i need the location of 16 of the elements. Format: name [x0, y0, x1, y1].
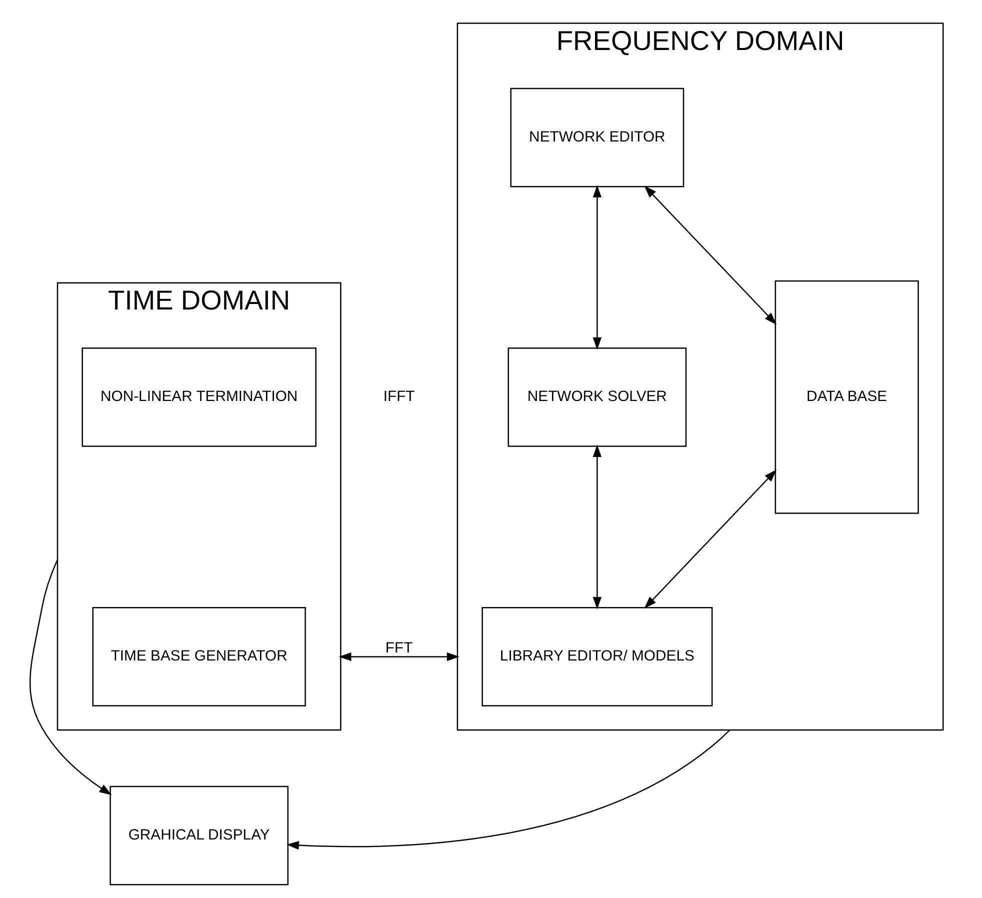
node-box: NETWORK EDITOR [510, 88, 684, 188]
arrow [644, 470, 776, 609]
node-box: NETWORK SOLVER [507, 347, 686, 447]
arrow [644, 186, 776, 325]
arrow [29, 559, 112, 796]
node-box: GRAHICAL DISPLAY [109, 786, 288, 886]
arrow [338, 652, 459, 662]
arrow [592, 444, 602, 610]
node-box: DATA BASE [774, 280, 918, 514]
node-box: TIME BASE GENERATOR [92, 607, 306, 706]
node-box: LIBRARY EDITOR/ MODELS [481, 607, 712, 706]
arrow [592, 184, 602, 350]
label: IFFT [382, 388, 414, 405]
edge-label: FFT [384, 640, 412, 657]
node-box: NON-LINEAR TERMINATION [81, 347, 316, 447]
arrow [286, 730, 730, 850]
